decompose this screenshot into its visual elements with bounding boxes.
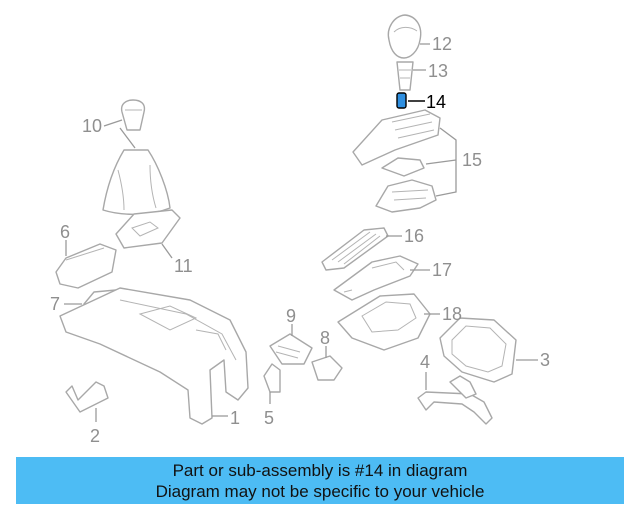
callout-5: 5 <box>264 408 274 428</box>
part-15-indicator-assembly <box>352 109 441 213</box>
callout-16: 16 <box>404 226 424 246</box>
callout-15: 15 <box>462 150 482 170</box>
callout-14: 14 <box>426 92 446 112</box>
callout-11: 11 <box>174 256 193 276</box>
part-9-socket <box>269 333 313 365</box>
callout-9: 9 <box>286 306 296 326</box>
part-14-highlighted <box>396 92 407 109</box>
shift-boot <box>102 149 171 215</box>
leader-lines <box>64 43 538 422</box>
callout-1: 1 <box>230 408 240 428</box>
callout-7: 7 <box>50 294 60 314</box>
part-13-knob-sleeve <box>396 61 414 91</box>
part-11-bezel <box>115 209 181 249</box>
part-8-lighter <box>311 355 343 381</box>
banner-line-disclaimer: Diagram may not be specific to your vehi… <box>155 481 485 501</box>
callout-12: 12 <box>432 34 452 54</box>
part-5-bracket <box>263 363 281 393</box>
callout-8: 8 <box>320 328 330 348</box>
callout-2: 2 <box>90 426 100 446</box>
callout-10: 10 <box>82 116 102 136</box>
part-2-bracket <box>65 381 109 413</box>
callout-4: 4 <box>420 352 430 372</box>
part-18-shifter-base <box>337 293 431 351</box>
part-1-center-console <box>59 287 249 425</box>
banner-line-part-number: Part or sub-assembly is #14 in diagram <box>172 460 468 480</box>
callout-17: 17 <box>432 260 452 280</box>
callout-6: 6 <box>60 222 70 242</box>
callout-3: 3 <box>540 350 550 370</box>
part-3-gasket <box>439 317 517 383</box>
parts-diagram: 12 13 14 15 10 11 6 7 1 2 9 8 5 16 17 18… <box>50 14 550 446</box>
callout-18: 18 <box>442 304 462 324</box>
part-10-manual-knob <box>120 99 146 131</box>
callout-labels: 12 13 14 15 10 11 6 7 1 2 9 8 5 16 17 18… <box>50 34 550 446</box>
callout-13: 13 <box>428 61 448 81</box>
part-4-cable <box>417 375 493 425</box>
info-banner: Part or sub-assembly is #14 in diagram D… <box>16 457 624 504</box>
part-16-cover <box>321 227 389 271</box>
part-12-shift-knob <box>387 14 422 59</box>
part-6-compartment <box>55 243 117 289</box>
